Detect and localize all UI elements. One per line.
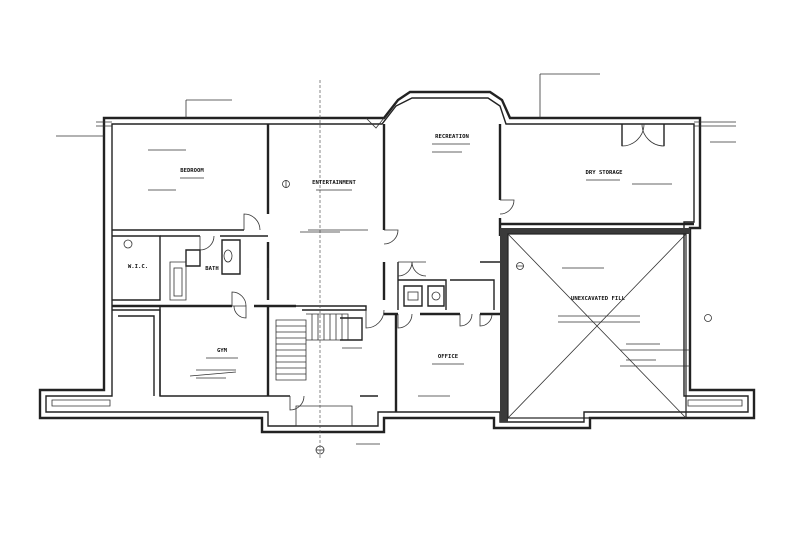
room-label-wic: W.I.C. <box>128 264 148 270</box>
room-label-bedroom: BEDROOM <box>180 168 204 174</box>
room-label-entertainment: ENTERTAINMENT <box>312 180 356 186</box>
unexcavated-fill-area <box>500 228 690 422</box>
room-label-recreation: RECREATION <box>435 134 469 140</box>
dimension-lines <box>56 73 736 460</box>
storage-double-door <box>621 123 665 147</box>
room-label-office: OFFICE <box>438 354 458 360</box>
right-ledge <box>694 121 736 127</box>
room-label-bath: BATH <box>205 266 218 272</box>
exterior-walls <box>38 90 756 434</box>
fixtures <box>123 239 441 301</box>
room-label-dry-storage: DRY STORAGE <box>585 170 622 176</box>
left-ledge <box>96 121 112 127</box>
room-label-gym: GYM <box>217 348 228 354</box>
room-label-unexcavated-fill: UNEXCAVATED FILL <box>571 296 626 302</box>
illegible-annotations <box>148 143 672 379</box>
interior-walls <box>112 124 694 412</box>
door-swings <box>199 117 515 411</box>
